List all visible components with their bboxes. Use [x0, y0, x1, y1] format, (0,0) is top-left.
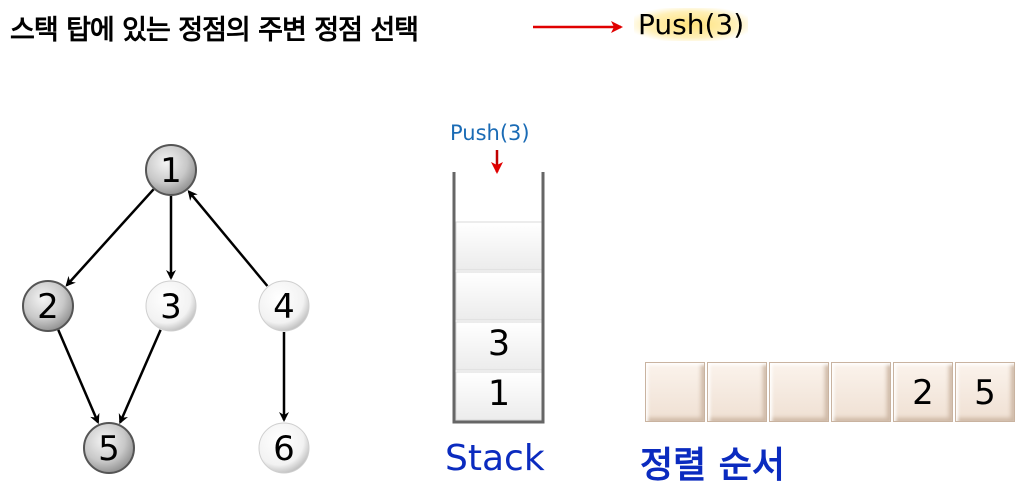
stack-slot — [455, 271, 543, 321]
stack-item: 3 — [487, 324, 511, 364]
node-1: 1 — [145, 144, 197, 196]
graph-nodes: 1 2 3 4 5 6 — [22, 144, 310, 474]
order-cell — [831, 362, 891, 422]
order-cell — [645, 362, 705, 422]
stack-push-label: Push(3) — [450, 121, 530, 145]
stack-slot — [455, 221, 543, 271]
stack-container — [452, 150, 545, 424]
stack-slot — [455, 371, 543, 421]
node-label: 6 — [273, 429, 295, 469]
push-action-label: Push(3) — [634, 8, 749, 41]
edge-2-5 — [57, 329, 100, 425]
stack-walls — [452, 172, 545, 424]
node-3: 3 — [145, 280, 197, 332]
stack-item: 1 — [487, 374, 511, 414]
order-caption: 정렬 순서 — [640, 445, 786, 486]
node-label: 3 — [160, 287, 182, 327]
node-label: 4 — [273, 287, 295, 327]
order-cell: 5 — [955, 362, 1015, 422]
order-cell — [769, 362, 829, 422]
graph-edges — [57, 188, 289, 425]
node-circle — [258, 280, 310, 332]
edge-4-1 — [187, 189, 269, 287]
node-circle — [83, 422, 135, 474]
page-title: 스택 탑에 있는 정점의 주변 정점 선택 — [10, 15, 419, 46]
stack-caption: Stack — [445, 438, 545, 479]
node-4: 4 — [258, 280, 310, 332]
node-circle — [145, 144, 197, 196]
node-6: 6 — [258, 422, 310, 474]
node-label: 2 — [37, 287, 59, 327]
node-circle — [22, 280, 74, 332]
node-label: 1 — [160, 151, 182, 191]
node-5: 5 — [83, 422, 135, 474]
edge-1-2 — [65, 188, 155, 287]
node-circle — [145, 280, 197, 332]
edge-3-5 — [118, 329, 162, 425]
node-label: 5 — [98, 429, 120, 469]
order-cell — [707, 362, 767, 422]
order-cell: 2 — [893, 362, 953, 422]
node-circle — [258, 422, 310, 474]
node-2: 2 — [22, 280, 74, 332]
